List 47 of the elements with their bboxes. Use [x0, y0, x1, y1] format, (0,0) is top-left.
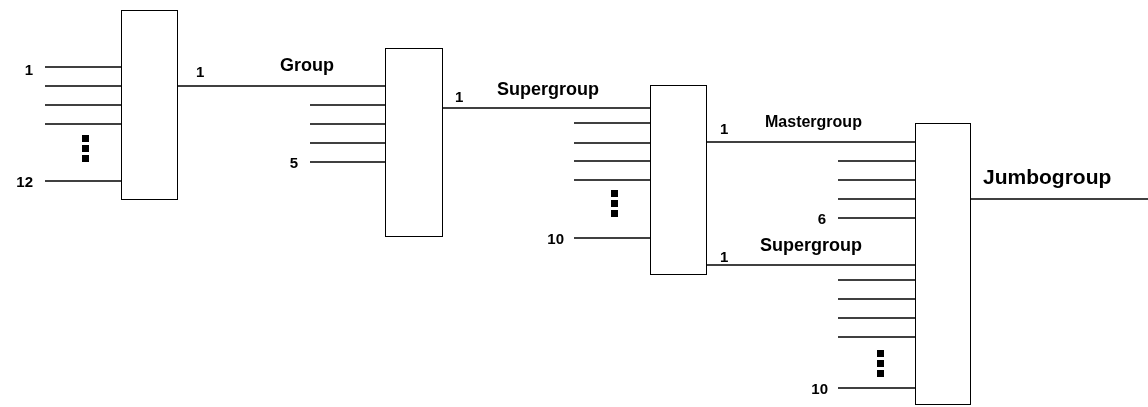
signal-name: Supergroup	[497, 80, 599, 98]
signal-line	[309, 123, 386, 125]
signal-line	[44, 66, 122, 68]
multiplexer-block	[650, 85, 707, 275]
multiplexer-block	[121, 10, 178, 200]
signal-line	[442, 107, 651, 109]
signal-line	[573, 237, 651, 239]
signal-name: Supergroup	[760, 236, 862, 254]
signal-line	[573, 160, 651, 162]
signal-line	[837, 317, 916, 319]
channel-number: 5	[289, 155, 298, 170]
channel-number: 1	[720, 249, 729, 264]
signal-line	[837, 179, 916, 181]
signal-line	[837, 198, 916, 200]
signal-line	[837, 336, 916, 338]
signal-line	[44, 123, 122, 125]
signal-line	[309, 104, 386, 106]
channel-number: 6	[817, 211, 826, 226]
signal-line	[837, 217, 916, 219]
channel-number: 10	[547, 231, 564, 246]
signal-line	[177, 85, 386, 87]
channel-number: 1	[720, 121, 729, 136]
multiplexer-block	[385, 48, 443, 237]
channel-number: 10	[811, 381, 828, 396]
signal-line	[706, 264, 916, 266]
signal-line	[44, 180, 122, 182]
channel-number: 1	[24, 62, 33, 77]
signal-line	[309, 142, 386, 144]
multiplexer-block	[915, 123, 971, 405]
signal-line	[706, 141, 916, 143]
signal-name: Mastergroup	[765, 114, 862, 130]
signal-name: Jumbogroup	[983, 166, 1112, 187]
signal-line	[837, 387, 916, 389]
signal-line	[837, 298, 916, 300]
signal-line	[309, 161, 386, 163]
signal-line	[44, 104, 122, 106]
channel-number: 1	[455, 89, 464, 104]
channel-number: 12	[16, 174, 33, 189]
signal-line	[970, 198, 1148, 200]
signal-name: Group	[280, 56, 334, 74]
signal-line	[44, 85, 122, 87]
signal-line	[573, 179, 651, 181]
channel-number: 1	[196, 64, 205, 79]
signal-line	[837, 279, 916, 281]
signal-line	[837, 160, 916, 162]
signal-line	[573, 142, 651, 144]
signal-line	[573, 122, 651, 124]
